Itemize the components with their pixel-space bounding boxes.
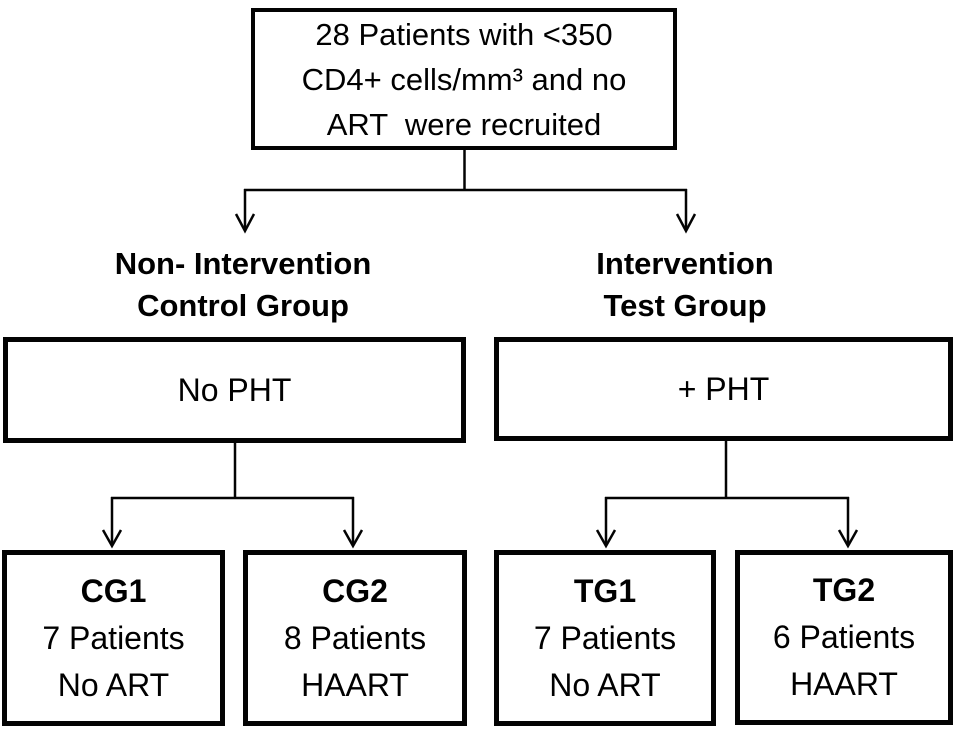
no-pht-box: No PHT [3, 337, 466, 443]
cg2-title: CG2 [322, 572, 388, 609]
control-group-label: Non- Intervention Control Group [63, 243, 423, 327]
cg1-arrowhead-icon [101, 529, 123, 549]
tg2-arrowhead-icon [837, 529, 859, 549]
plus-pht-box: + PHT [494, 337, 953, 441]
tg2-count: 6 Patients [772, 619, 916, 655]
control-arrowhead-icon [234, 213, 256, 234]
recruitment-box: 28 Patients with <350 CD4+ cells/mm³ and… [251, 8, 677, 150]
cg1-box: CG1 7 Patients No ART [2, 550, 225, 726]
plus-pht-text: + PHT [677, 370, 770, 407]
tg1-arrowhead-icon [595, 529, 617, 549]
tg2-regimen: HAART [790, 666, 898, 702]
tg1-title: TG1 [573, 572, 637, 609]
recruitment-line-3: ART were recruited [326, 106, 602, 142]
test-group-label-line-2: Test Group [603, 288, 767, 323]
cg1-regimen: No ART [57, 666, 170, 703]
tg1-regimen: No ART [549, 666, 661, 703]
cg2-arrowhead-icon [342, 529, 364, 549]
tg1-box: TG1 7 Patients No ART [494, 550, 716, 726]
test-arrowhead-icon [675, 213, 697, 234]
test-group-label: Intervention Test Group [535, 243, 835, 327]
no-pht-text: No PHT [177, 371, 292, 408]
cg1-count: 7 Patients [42, 619, 185, 656]
cg1-title: CG1 [80, 572, 147, 609]
control-group-label-line-2: Control Group [137, 288, 349, 323]
tg1-count: 7 Patients [533, 619, 677, 656]
tg2-box: TG2 6 Patients HAART [735, 550, 953, 725]
cg2-box: CG2 8 Patients HAART [243, 550, 467, 726]
test-group-label-line-1: Intervention [596, 246, 774, 281]
recruitment-line-1: 28 Patients with <350 [315, 16, 613, 52]
cg2-regimen: HAART [301, 666, 409, 703]
recruitment-line-2: CD4+ cells/mm³ and no [301, 61, 627, 97]
control-group-label-line-1: Non- Intervention [114, 246, 372, 281]
cg2-count: 8 Patients [283, 619, 427, 656]
tg2-title: TG2 [812, 572, 876, 608]
